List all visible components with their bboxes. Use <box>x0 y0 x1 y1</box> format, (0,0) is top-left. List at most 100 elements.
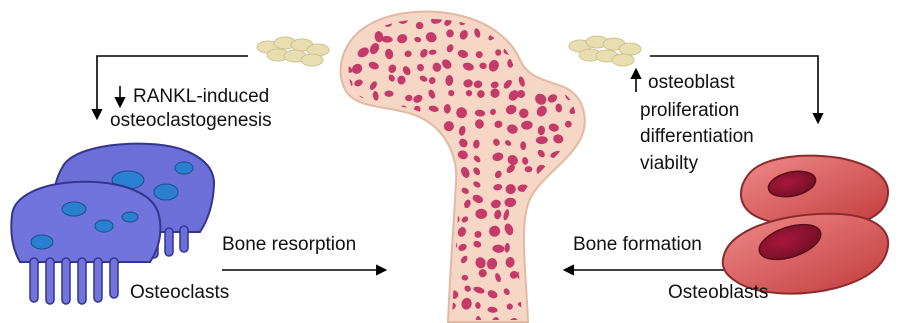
bone-pore <box>562 302 572 314</box>
bone-pore <box>429 283 439 295</box>
bone-pore <box>373 201 380 211</box>
bone-pore <box>340 163 353 177</box>
bone-pore <box>583 78 595 91</box>
bone-pore <box>335 117 350 131</box>
bone-pore <box>435 319 443 323</box>
bone-pore <box>533 47 541 55</box>
bone-pore <box>343 136 353 148</box>
bone-pore <box>413 245 421 254</box>
bone-pore <box>340 313 354 323</box>
bone-pore <box>579 201 588 210</box>
osteoblasts-illustration <box>723 156 888 294</box>
bone-pore <box>399 242 410 253</box>
bone-pore <box>581 284 595 298</box>
bone-pore <box>367 120 378 129</box>
bone-pore <box>581 272 593 280</box>
bone-pore <box>418 286 429 299</box>
bone-pore <box>394 317 408 323</box>
bone-pore <box>400 148 411 159</box>
bone-pore <box>367 253 379 264</box>
bone-pore <box>552 196 564 207</box>
bone-pore <box>535 306 544 316</box>
bone-pore <box>398 225 410 236</box>
bone-pore <box>434 153 442 160</box>
bone-pore <box>357 277 367 285</box>
bone-pore <box>531 271 546 286</box>
bone-pore <box>365 138 379 150</box>
bone-pore <box>394 206 409 221</box>
bone-pore <box>567 18 580 32</box>
bone-pore <box>380 162 393 175</box>
bone-pore <box>432 183 441 192</box>
bone-pore <box>355 177 369 190</box>
osteoblasts-label: Osteoblasts <box>668 281 768 304</box>
osteoclasts-illustration <box>11 144 214 304</box>
bone-pore <box>580 317 588 323</box>
bone-pore <box>351 317 361 323</box>
bone-pore <box>372 165 386 178</box>
bone-pore <box>384 124 392 132</box>
bone-pore <box>501 13 513 24</box>
bone-pore <box>416 149 427 158</box>
bone-pore <box>551 288 563 300</box>
bone-pore <box>366 151 379 163</box>
bone-pore <box>341 182 353 193</box>
bone-pore <box>533 30 541 37</box>
bone-pore <box>402 121 415 133</box>
bone-pore <box>386 299 397 311</box>
bone-pore <box>352 140 362 149</box>
bone-pore <box>401 271 411 279</box>
bone-pore <box>385 261 393 269</box>
bone-pore <box>416 131 431 146</box>
pellets-left <box>257 37 329 66</box>
bone-pore <box>493 19 500 27</box>
bone-pore <box>431 200 443 210</box>
bone-pore <box>401 192 414 204</box>
bone-pore <box>567 270 579 280</box>
bone-pore <box>354 285 364 293</box>
bone-pore <box>578 184 587 194</box>
bone-pore <box>551 62 559 72</box>
bone-pore <box>580 13 591 24</box>
bone-pore <box>429 245 440 257</box>
bone-pore <box>354 12 365 25</box>
bone-pore <box>414 178 426 188</box>
differentiation-label: differentiation <box>640 125 754 148</box>
bone-pore <box>553 254 562 265</box>
bone-pore <box>418 272 428 285</box>
bone-pore <box>359 166 369 178</box>
viability-label: viabilty <box>640 152 698 175</box>
bone-pore <box>564 31 576 42</box>
bone-pore <box>564 259 574 271</box>
bone-pore <box>385 230 393 241</box>
bone-pore <box>368 183 380 196</box>
bone-pore <box>356 106 368 118</box>
bone-pore <box>549 48 556 60</box>
bone-pore <box>548 273 561 283</box>
osteoclasts-label: Osteoclasts <box>130 281 229 304</box>
bone-pore <box>533 319 544 323</box>
bone-pore <box>402 181 414 193</box>
bone-pore <box>567 212 576 220</box>
bone-pore <box>414 163 429 178</box>
bone-pore <box>341 19 348 27</box>
bone-pore <box>531 259 543 271</box>
bone-pore <box>374 232 381 238</box>
bone-resorption-label: Bone resorption <box>222 233 356 256</box>
bone-pore <box>430 167 444 181</box>
bone-pore <box>384 312 395 323</box>
bone-pore <box>427 225 439 235</box>
bone-pore <box>366 316 376 323</box>
bone-pore <box>416 210 425 218</box>
osteoclastogenesis-label: osteoclastogenesis <box>110 109 272 132</box>
bone-pore <box>372 240 385 253</box>
bone-pore <box>553 302 562 312</box>
bone-pore <box>536 245 547 255</box>
bone-pore <box>401 290 413 303</box>
bone-pore <box>475 209 487 219</box>
bone-cortex <box>341 12 585 322</box>
bone-illustration <box>335 11 595 323</box>
bone-pore <box>384 290 396 300</box>
bone-pore <box>384 273 389 283</box>
bone-pore <box>350 206 362 220</box>
